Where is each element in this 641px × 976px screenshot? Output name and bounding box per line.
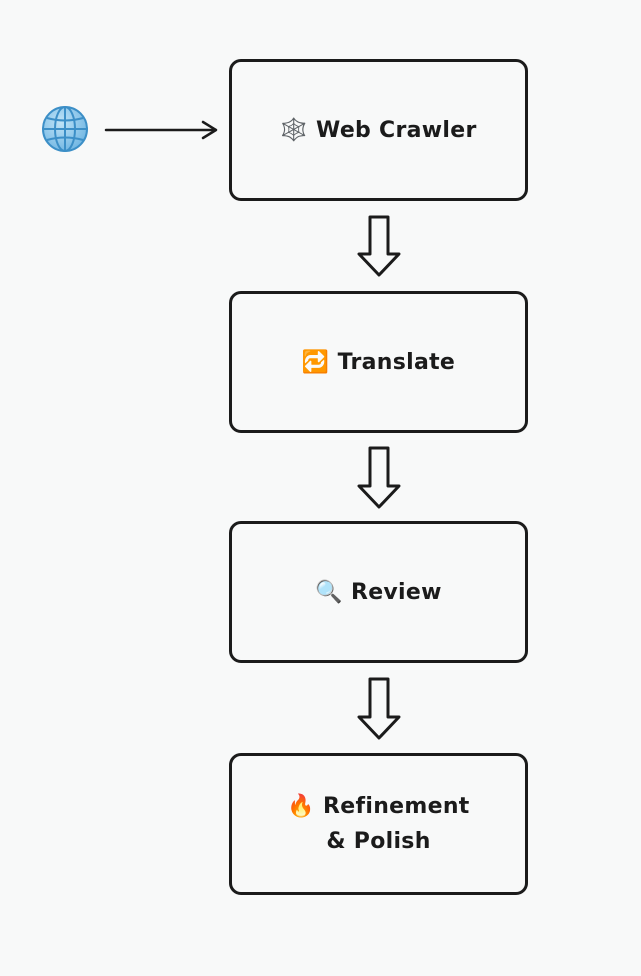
edge-review-to-refine	[357, 677, 401, 740]
globe-icon	[42, 106, 88, 152]
node-label: 🔁 Translate	[302, 345, 455, 380]
edge-crawler-to-translate	[357, 215, 401, 277]
node-title: Web Crawler	[316, 117, 477, 143]
spider-web-icon: 🕸️	[280, 117, 309, 143]
node-refinement-polish[interactable]: 🔥 Refinement & Polish	[229, 753, 528, 895]
node-web-crawler[interactable]: 🕸️ Web Crawler	[229, 59, 528, 201]
node-label: 🔍 Review	[315, 575, 442, 610]
magnifier-icon: 🔍	[315, 579, 343, 605]
node-label: 🔥 Refinement & Polish	[287, 789, 469, 859]
node-review[interactable]: 🔍 Review	[229, 521, 528, 663]
node-translate[interactable]: 🔁 Translate	[229, 291, 528, 433]
repeat-arrows-icon: 🔁	[301, 349, 330, 375]
node-title: Review	[350, 579, 442, 605]
fire-icon: 🔥	[287, 794, 316, 819]
node-label: 🕸️ Web Crawler	[280, 113, 476, 148]
node-subtitle: & Polish	[326, 829, 431, 854]
edge-source-to-crawler	[104, 120, 218, 140]
node-title: Translate	[337, 349, 456, 375]
edge-translate-to-review	[357, 446, 401, 509]
node-title: Refinement	[323, 794, 470, 819]
